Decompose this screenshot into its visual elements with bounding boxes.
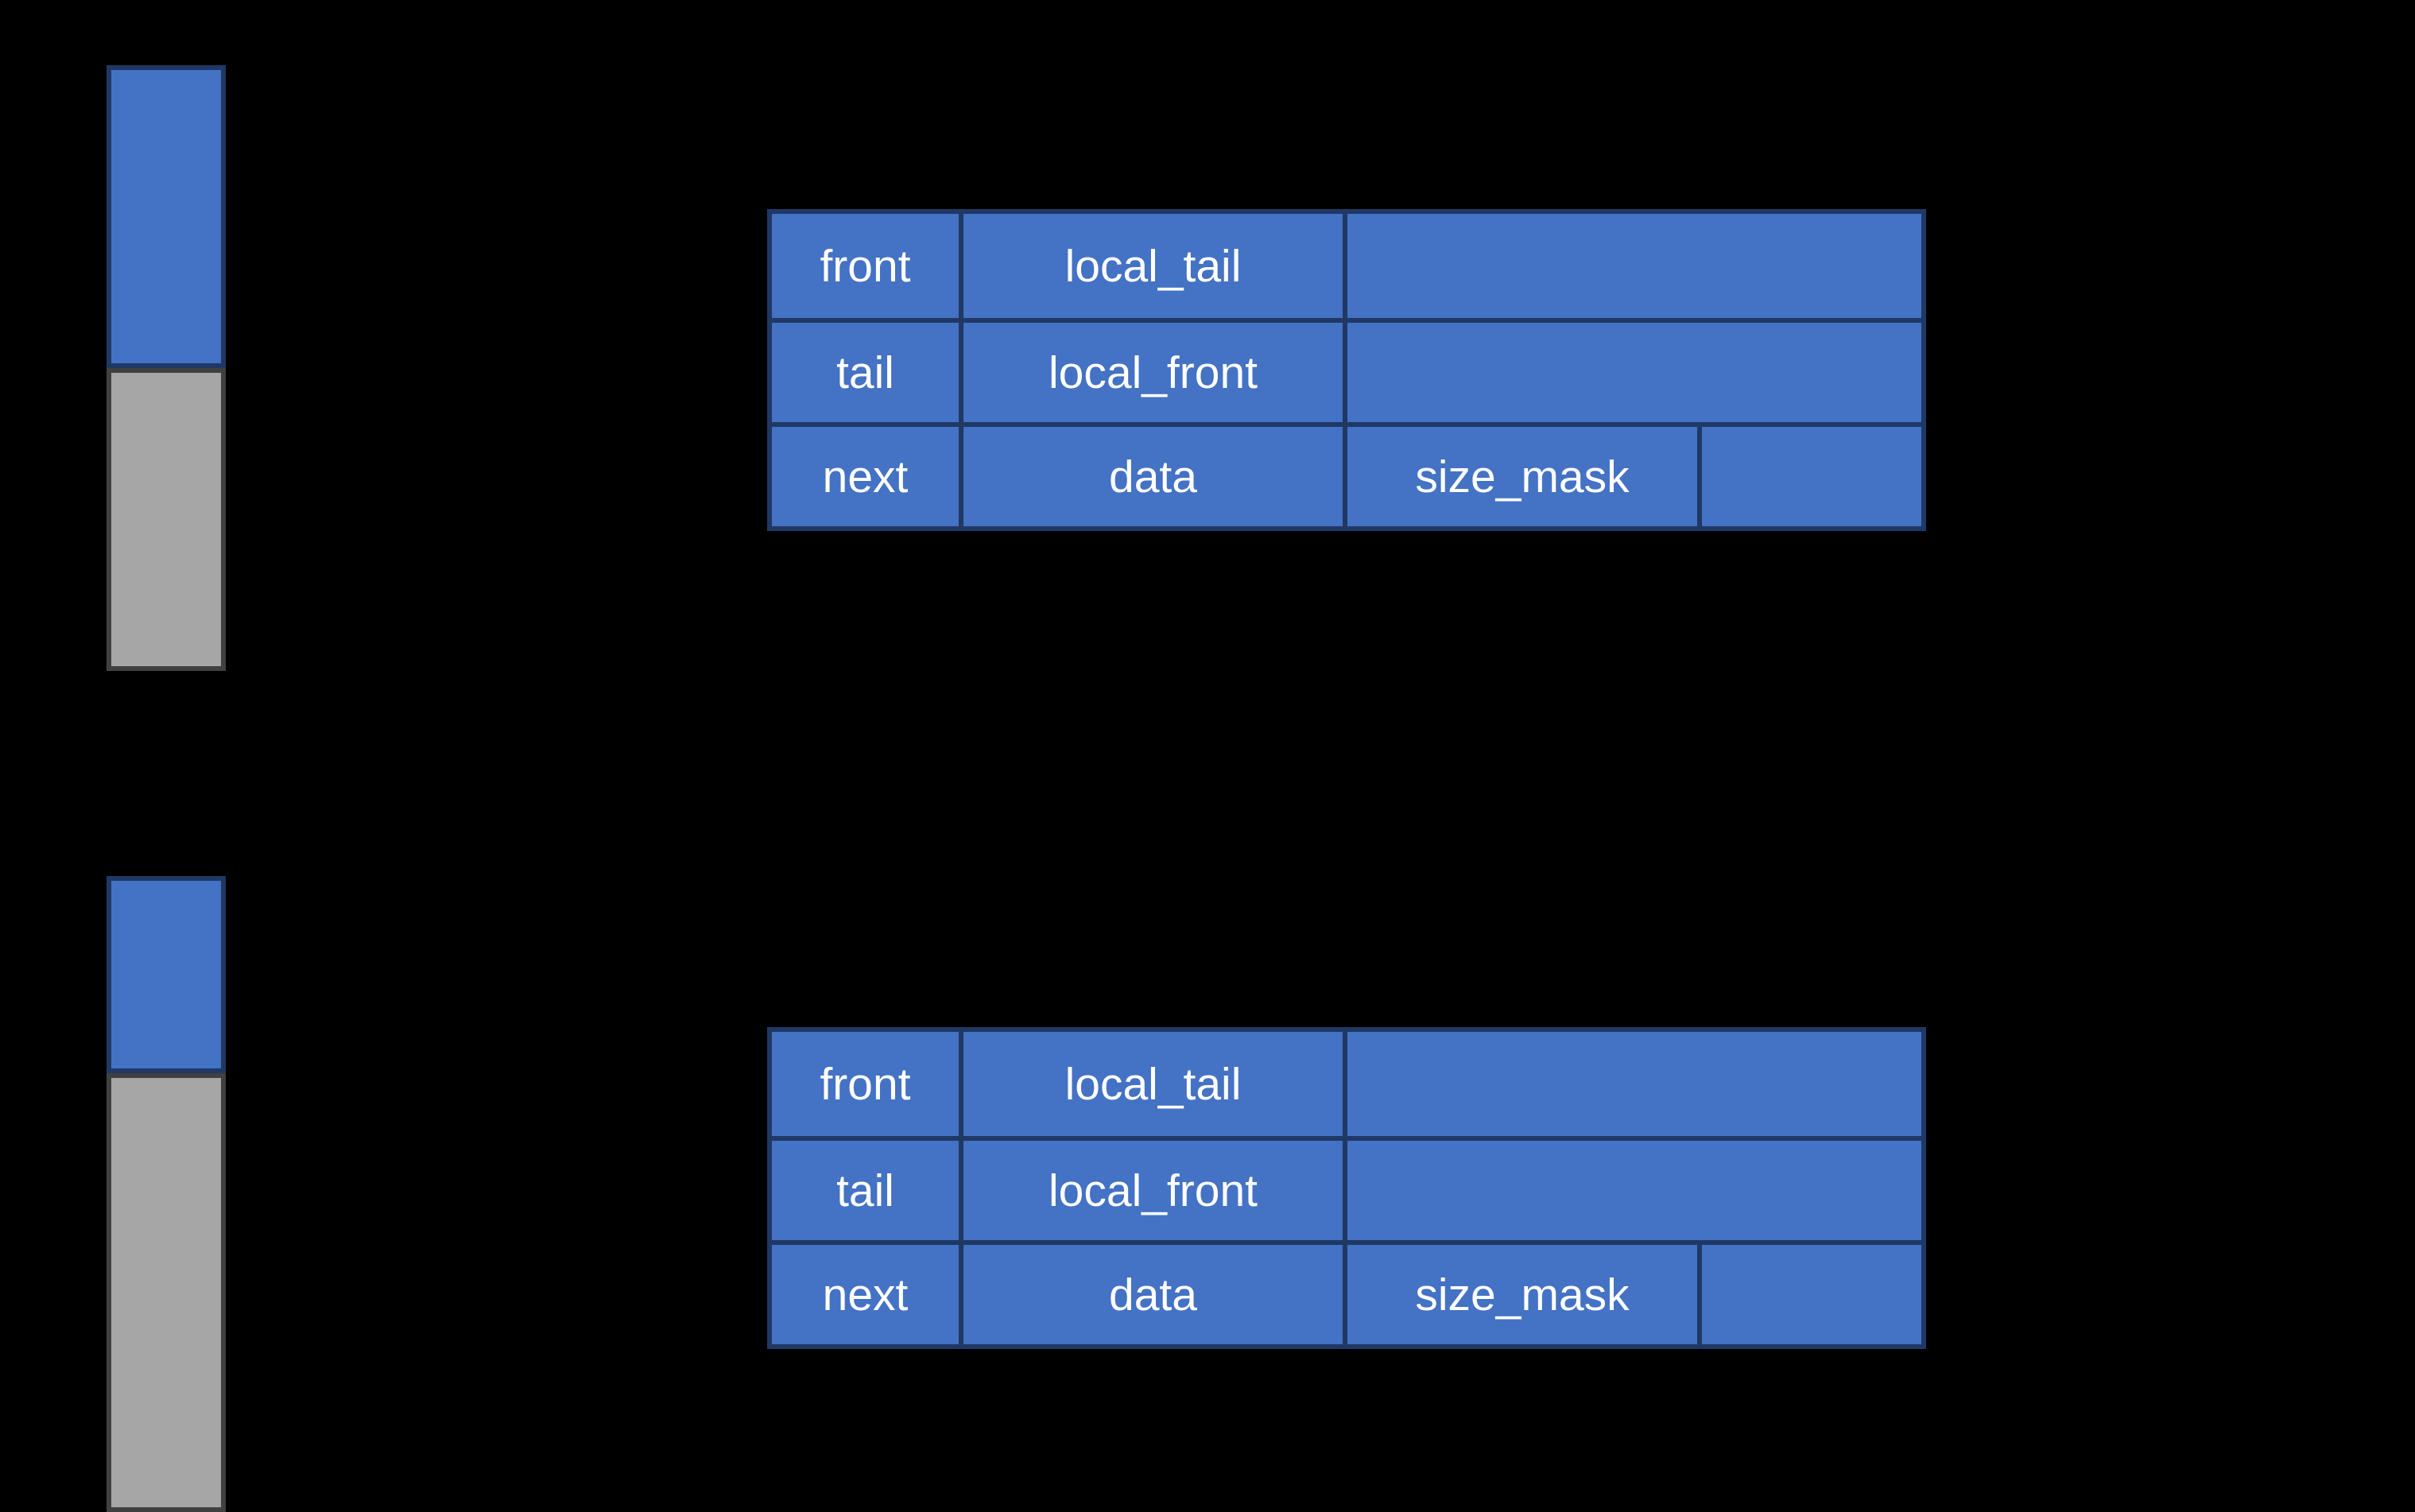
cell-empty-2-3 (1697, 1245, 1921, 1344)
cell-empty-2-1 (1343, 1032, 1921, 1136)
cell-data-1: data (959, 427, 1343, 526)
cell-size-mask-2: size_mask (1343, 1245, 1697, 1344)
table-row: tail local_front (772, 1136, 1921, 1240)
cell-size-mask-1: size_mask (1343, 427, 1697, 526)
memory-bar-1-segment-blue (107, 65, 226, 368)
cell-next-1: next (772, 427, 959, 526)
memory-bar-2-segment-blue (107, 876, 226, 1073)
table-row: tail local_front (772, 318, 1921, 422)
cell-tail-2: tail (772, 1141, 959, 1240)
cell-next-2: next (772, 1245, 959, 1344)
cell-front-2: front (772, 1032, 959, 1136)
struct-table-1: front local_tail tail local_front next d… (767, 209, 1926, 531)
cell-tail-1: tail (772, 323, 959, 422)
cell-local-front-1: local_front (959, 323, 1343, 422)
table-row: front local_tail (772, 1032, 1921, 1136)
table-row: front local_tail (772, 214, 1921, 318)
memory-bar-1-segment-gray (107, 368, 226, 671)
memory-bar-2 (107, 876, 226, 1512)
cell-local-tail-1: local_tail (959, 214, 1343, 318)
struct-table-2: front local_tail tail local_front next d… (767, 1027, 1926, 1349)
cell-data-2: data (959, 1245, 1343, 1344)
cell-local-front-2: local_front (959, 1141, 1343, 1240)
table-row: next data size_mask (772, 422, 1921, 526)
cell-empty-1-3 (1697, 427, 1921, 526)
cell-front-1: front (772, 214, 959, 318)
cell-empty-1-1 (1343, 214, 1921, 318)
memory-bar-1 (107, 65, 226, 671)
cell-empty-1-2 (1343, 323, 1921, 422)
cell-empty-2-2 (1343, 1141, 1921, 1240)
cell-local-tail-2: local_tail (959, 1032, 1343, 1136)
memory-bar-2-segment-gray (107, 1073, 226, 1512)
table-row: next data size_mask (772, 1240, 1921, 1344)
